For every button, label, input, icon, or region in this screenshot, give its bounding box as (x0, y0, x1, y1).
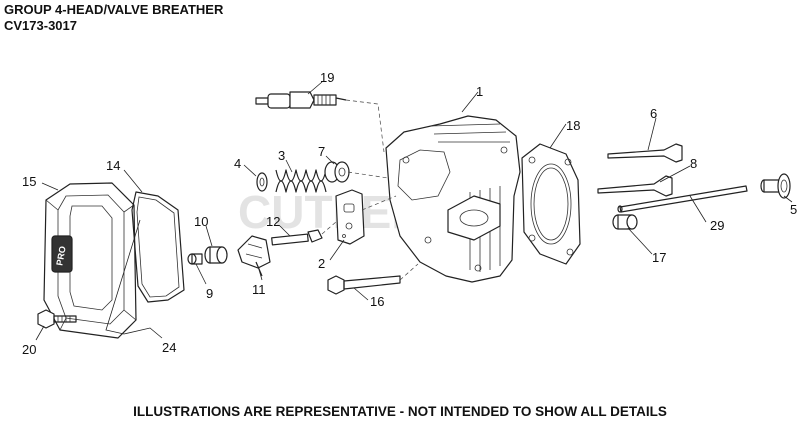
leader-9 (195, 263, 207, 285)
leader-14 (123, 169, 143, 193)
part-valve-spring (275, 169, 327, 193)
part-valve-guide (612, 214, 638, 230)
leader-8 (659, 165, 691, 183)
leader-6 (647, 117, 657, 151)
callout-9: 9 (206, 286, 213, 301)
leader-16 (353, 287, 369, 301)
callout-3: 3 (278, 148, 285, 163)
callout-20: 20 (22, 342, 36, 357)
callout-15: 15 (22, 174, 36, 189)
part-valve-cover: PRO (43, 182, 137, 339)
leader-17 (627, 227, 653, 255)
callout-5: 5 (790, 202, 797, 217)
leader-10 (205, 225, 213, 247)
leader-4 (243, 164, 257, 177)
diagram-title: GROUP 4-HEAD/VALVE BREATHER (4, 2, 224, 17)
callout-10: 10 (194, 214, 208, 229)
alignment-line-gasket (361, 195, 397, 211)
leader-7 (325, 155, 335, 165)
part-breather-fitting (204, 246, 228, 264)
leader-29 (689, 195, 707, 223)
alignment-line-bolt (399, 263, 419, 281)
leader-5 (783, 195, 793, 203)
leader-15 (41, 182, 59, 191)
part-push-rod (617, 185, 748, 213)
callout-4: 4 (234, 156, 241, 171)
leader-12 (279, 225, 291, 237)
cover-logo-text: PRO (54, 245, 67, 266)
part-head-bolt (327, 275, 401, 295)
part-spring-retainer (256, 172, 268, 192)
leader-24-a (105, 219, 141, 335)
callout-8: 8 (690, 156, 697, 171)
alignment-line-stud (321, 221, 337, 235)
leader-18 (549, 123, 567, 149)
alignment-line-seal (347, 171, 389, 179)
part-cover-gasket (131, 191, 185, 303)
part-breather-gasket (335, 189, 365, 245)
callout-1: 1 (476, 84, 483, 99)
callout-24: 24 (162, 340, 176, 355)
callout-16: 16 (370, 294, 384, 309)
leader-11 (257, 265, 263, 281)
callout-14: 14 (106, 158, 120, 173)
callout-18: 18 (566, 118, 580, 133)
leader-1 (461, 91, 479, 113)
alignment-line-plug (345, 99, 385, 153)
leader-19 (307, 81, 323, 95)
callout-12: 12 (266, 214, 280, 229)
part-valve-lifter (760, 173, 791, 199)
part-valve-stem-seal (324, 161, 350, 183)
part-breather-reed (237, 235, 271, 277)
leader-2 (329, 239, 345, 261)
leader-24-b (123, 327, 163, 339)
leader-3 (285, 159, 293, 173)
model-number: CV173-3017 (4, 18, 77, 33)
callout-19: 19 (320, 70, 334, 85)
part-cover-bolt (37, 309, 77, 329)
part-spark-plug (255, 91, 347, 109)
disclaimer-footer: ILLUSTRATIONS ARE REPRESENTATIVE - NOT I… (133, 404, 667, 419)
callout-11: 11 (252, 282, 266, 297)
callout-7: 7 (318, 144, 325, 159)
callout-29: 29 (710, 218, 724, 233)
part-cylinder-head (385, 115, 521, 283)
callout-2: 2 (318, 256, 325, 271)
part-head-gasket (521, 143, 581, 265)
part-exhaust-valve (597, 175, 673, 197)
part-grommet (187, 253, 203, 265)
leader-20 (35, 325, 45, 341)
part-intake-valve (607, 143, 683, 163)
callout-6: 6 (650, 106, 657, 121)
callout-17: 17 (652, 250, 666, 265)
